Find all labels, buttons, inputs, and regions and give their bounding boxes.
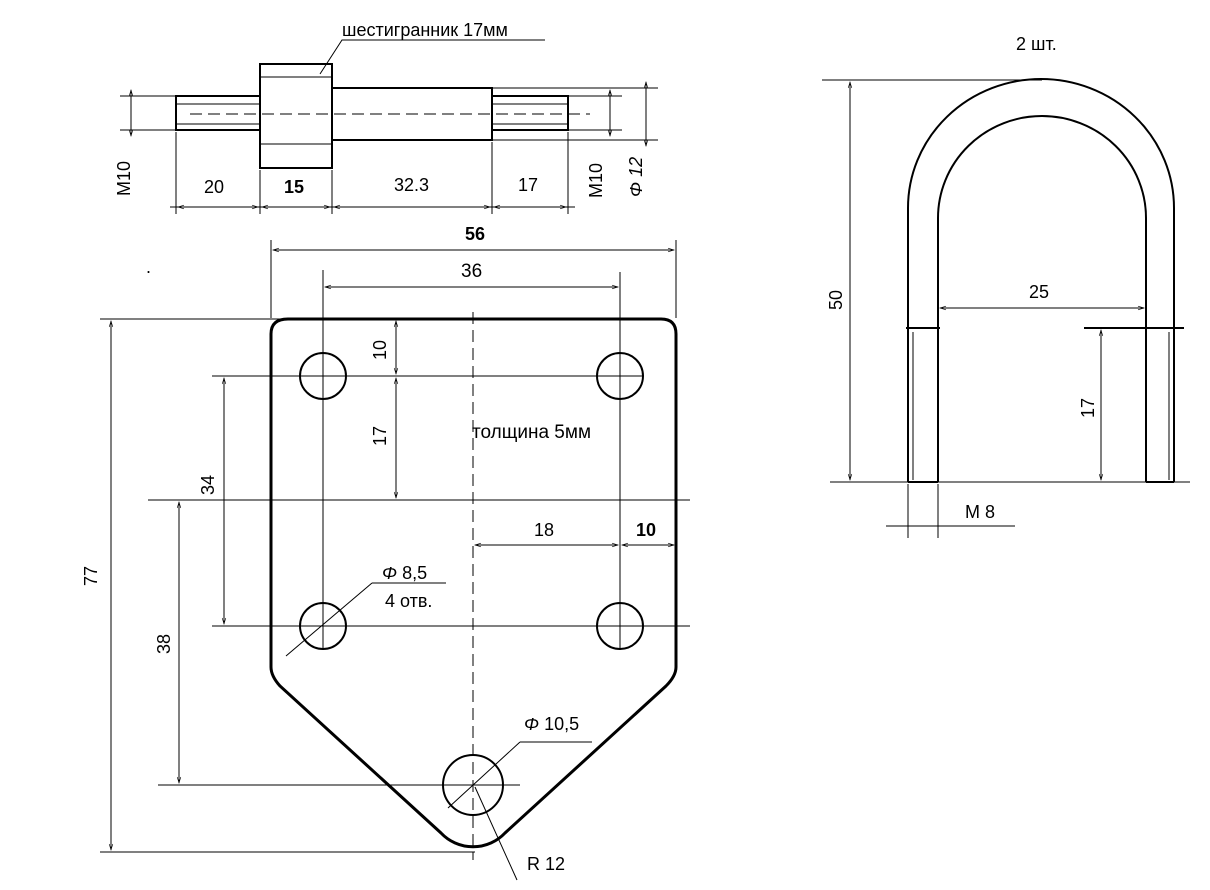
plate-view: 56 36 77 10 17 34 38 18 10 толщина 5мм Φ… <box>81 224 690 881</box>
dim-17-label: 17 <box>370 426 390 446</box>
plate-outline <box>269 317 678 849</box>
small-hole-leader <box>285 582 373 657</box>
dim-18-label: 18 <box>534 520 554 540</box>
ubolt-outer <box>907 78 1175 482</box>
small-hole-count-label: 4 отв. <box>385 591 432 611</box>
ubolt-thread-label: M 8 <box>965 502 995 522</box>
stray-dot: . <box>146 257 151 277</box>
hex-label: шестигранник 17мм <box>342 20 508 40</box>
left-thread-section <box>175 95 261 131</box>
hex-leader <box>319 39 545 75</box>
shaft-len-1: 20 <box>204 177 224 197</box>
small-hole-diameter-label: Φ 8,5 <box>382 563 427 583</box>
ubolt-width-label: 25 <box>1029 282 1049 302</box>
plate-width-label: 56 <box>465 224 485 244</box>
shaft-diameter-label: Φ 12 <box>626 157 646 197</box>
radius-leader <box>474 786 518 881</box>
thread-right-label: M10 <box>586 163 606 198</box>
thread-left-label: M10 <box>114 161 134 196</box>
large-hole-diam-value: 10,5 <box>544 714 579 734</box>
ubolt-thread-length-label: 17 <box>1078 398 1098 418</box>
plate-height-label: 77 <box>81 566 101 586</box>
radius-label: R 12 <box>527 854 565 874</box>
phi-symbol-large: Φ <box>524 714 539 734</box>
large-hole-diameter-label: Φ 10,5 <box>524 714 579 734</box>
large-hole-leader <box>447 741 521 809</box>
dim-10-top-label: 10 <box>370 340 390 360</box>
dim-34-label: 34 <box>198 475 218 495</box>
thickness-note: толщина 5мм <box>472 422 591 443</box>
phi-symbol-small: Φ <box>382 563 397 583</box>
dim-10-side-label: 10 <box>636 520 656 540</box>
shaft-len-4: 17 <box>518 175 538 195</box>
ubolt-quantity: 2 шт. <box>1016 34 1057 54</box>
hole-spacing-x-label: 36 <box>461 261 482 282</box>
ubolt-inner <box>937 115 1147 482</box>
shaft-len-2: 15 <box>284 177 304 197</box>
shaft-view: шестигранник 17мм 20 15 32.3 17 M10 M10 … <box>114 20 658 214</box>
ubolt-height-label: 50 <box>826 290 846 310</box>
hex-section <box>259 63 333 169</box>
dim-38-label: 38 <box>154 634 174 654</box>
shaft-len-3: 32.3 <box>394 175 429 195</box>
ubolt-view: 2 шт. 50 25 17 M 8 <box>822 34 1190 538</box>
small-hole-diam-value: 8,5 <box>402 563 427 583</box>
right-thread-section <box>491 95 569 131</box>
diameter-value: 12 <box>626 157 646 177</box>
phi-symbol: Φ <box>626 182 646 197</box>
